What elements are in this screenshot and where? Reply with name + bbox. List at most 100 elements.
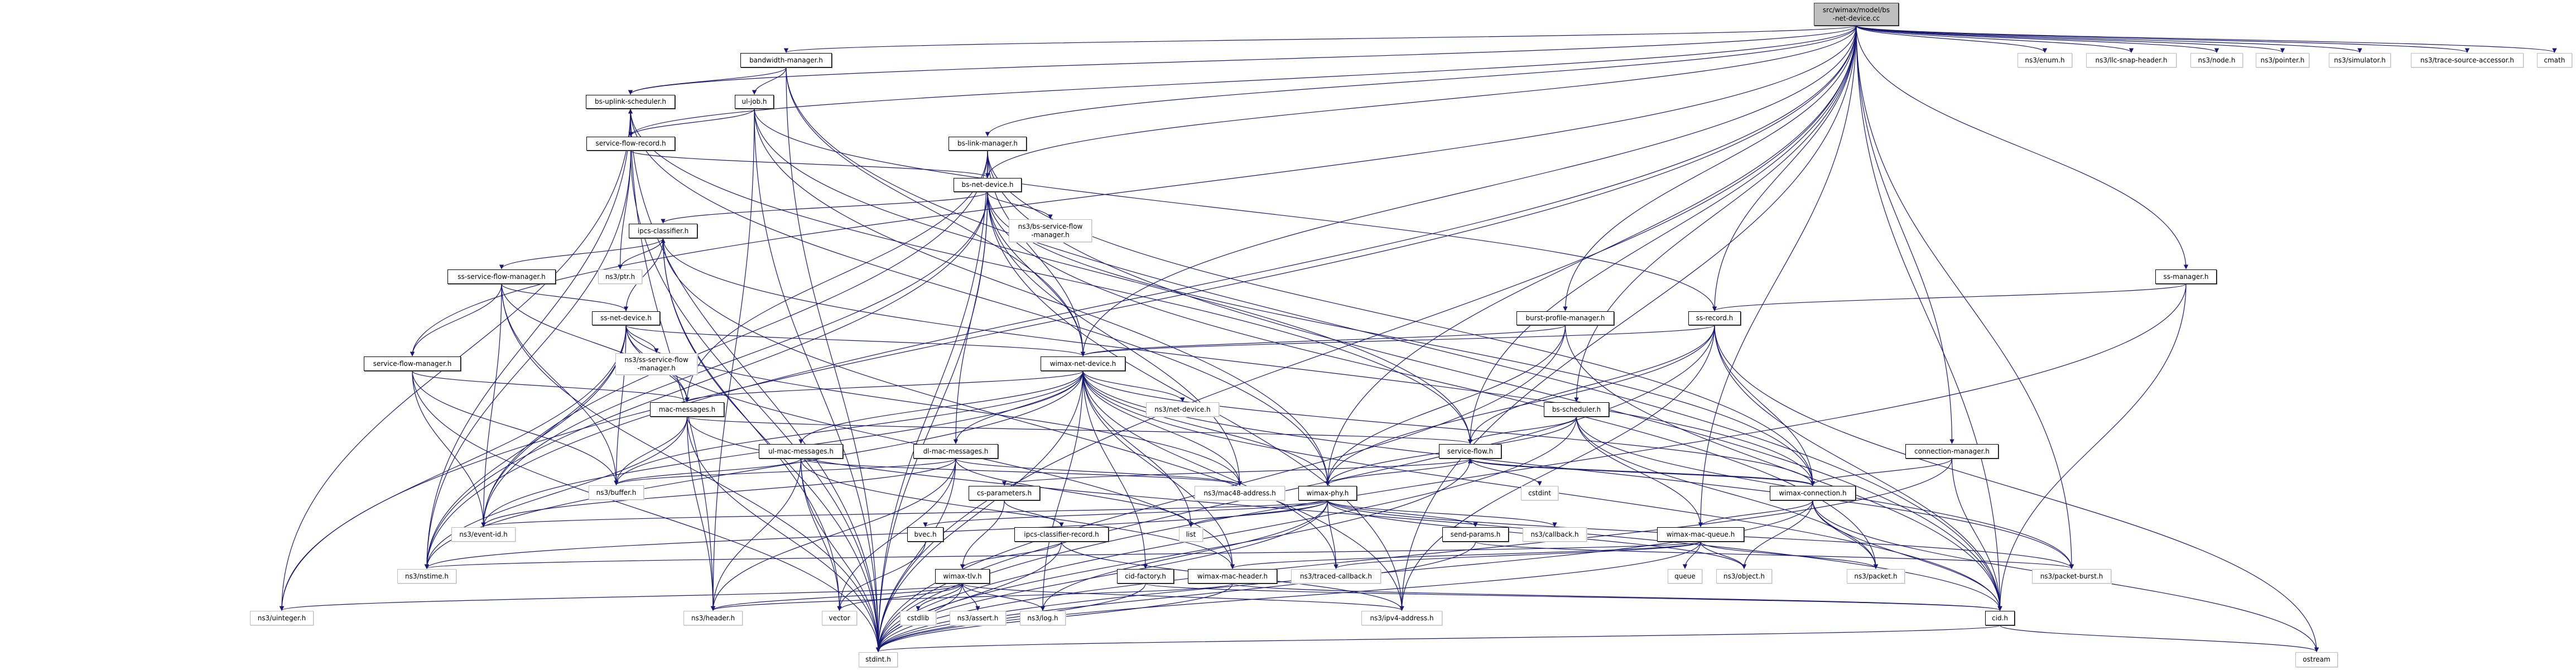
edge-bss-to-stdint — [875, 416, 1577, 652]
node-ipcs-classifier-record-h[interactable]: ipcs-classifier-record.h — [1014, 527, 1109, 542]
node-label: ns3/node.h — [2198, 56, 2236, 64]
node-wimax-mac-header-h[interactable]: wimax-mac-header.h — [1188, 569, 1277, 584]
edge-dlm-to-stdint — [875, 458, 956, 652]
edge-bss-to-wmq — [1576, 416, 1703, 527]
edge-bnd-to-wnd — [987, 191, 1086, 356]
node-label: service-flow-manager.h — [373, 359, 452, 368]
node-label: wimax-net-device.h — [1049, 359, 1116, 368]
edge-sf-to-phy — [1325, 458, 1471, 486]
node-vector: vector — [822, 611, 857, 625]
node-service-flow-h[interactable]: service-flow.h — [1439, 444, 1501, 459]
node-ul-mac-messages-h[interactable]: ul-mac-messages.h — [759, 444, 843, 459]
edge-wc-to-sf — [1468, 459, 1813, 486]
edge-wnd-to-nsnd — [1082, 370, 1185, 402]
node-label: list — [1186, 530, 1196, 538]
edge-bnd-to-bsfm — [987, 191, 1053, 219]
edge-root-to-cid — [1856, 25, 2002, 611]
node-bandwidth-manager-h[interactable]: bandwidth-manager.h — [740, 53, 832, 68]
node-label: ns3/simulator.h — [2334, 56, 2386, 64]
edge-cid-to-stdint — [876, 625, 2001, 652]
edge-wnd-to-cidf — [1082, 370, 1148, 569]
edge-root-to-ssr — [1712, 25, 1857, 311]
node-ns3-net-device-h: ns3/net-device.h — [1146, 402, 1219, 417]
node-dl-mac-messages-h[interactable]: dl-mac-messages.h — [913, 444, 998, 459]
node-ns3-packet-burst-h: ns3/packet-burst.h — [2032, 569, 2111, 584]
node-label: stdint.h — [865, 655, 891, 663]
node-label: connection-manager.h — [1914, 447, 1990, 455]
node-cid-factory-h[interactable]: cid-factory.h — [1117, 569, 1174, 584]
node-ns3-header-h: ns3/header.h — [683, 611, 743, 625]
node-label: service-flow.h — [1447, 447, 1494, 455]
node-ss-net-device-h[interactable]: ss-net-device.h — [592, 311, 660, 325]
node-send-params-h[interactable]: send-params.h — [1442, 527, 1509, 542]
node-cs-parameters-h[interactable]: cs-parameters.h — [969, 486, 1040, 500]
node-ostream: ostream — [2295, 652, 2338, 667]
node-bvec-h[interactable]: bvec.h — [907, 527, 943, 542]
edge-ulj-to-ssr — [754, 108, 1717, 311]
node-label: ns3/nstime.h — [405, 572, 449, 580]
node-bs-scheduler-h[interactable]: bs-scheduler.h — [1544, 402, 1609, 417]
node-wimax-tlv-h[interactable]: wimax-tlv.h — [935, 569, 990, 584]
node-ss-service-flow-manager-h[interactable]: ss-service-flow-manager.h — [447, 269, 556, 284]
node-ul-job-h[interactable]: ul-job.h — [735, 95, 774, 109]
node-wimax-connection-h[interactable]: wimax-connection.h — [1770, 486, 1856, 500]
edge-tlv-to-uint — [280, 583, 963, 611]
edge-root-to-phy — [1325, 25, 1857, 486]
edge-macm-to-stdint — [686, 416, 881, 652]
node-cmath: cmath — [2537, 53, 2572, 68]
node-service-flow-manager-h[interactable]: service-flow-manager.h — [364, 356, 461, 371]
node-wimax-phy-h[interactable]: wimax-phy.h — [1298, 486, 1357, 500]
edge-ulm-to-buf — [614, 458, 802, 485]
node-label: cs-parameters.h — [976, 489, 1032, 497]
node-label: ns3/packet.h — [1854, 572, 1898, 580]
node-mac-messages-h[interactable]: mac-messages.h — [650, 402, 724, 417]
node-ns3-object-h: ns3/object.h — [1716, 569, 1772, 584]
edge-blm-to-wc — [987, 150, 1816, 486]
edge-wmq-to-nst — [425, 541, 1701, 569]
edge-tlv-to-vec — [837, 583, 963, 611]
edge-sfr-to-bnd — [630, 150, 990, 178]
node-label: cstdint — [1528, 489, 1551, 497]
node-label: ns3/pointer.h — [2260, 56, 2305, 64]
edge-ssr-to-sf — [1467, 325, 1715, 444]
edge-bpm-to-wnd — [1081, 325, 1566, 356]
edge-dlm-to-mac48 — [955, 458, 1243, 486]
edge-bwm-to-wnd — [786, 67, 1086, 356]
node-bs-uplink-scheduler-h[interactable]: bs-uplink-scheduler.h — [586, 95, 675, 109]
node-ss-manager-h[interactable]: ss-manager.h — [2155, 269, 2217, 284]
node-wimax-net-device-h[interactable]: wimax-net-device.h — [1041, 356, 1125, 371]
node-label: bandwidth-manager.h — [749, 56, 823, 64]
node-wimax-mac-queue-h[interactable]: wimax-mac-queue.h — [1657, 527, 1744, 542]
edge-wnd-to-macm — [685, 370, 1084, 402]
edge-phy-to-nst — [425, 500, 1328, 569]
node-label: bvec.h — [914, 530, 937, 538]
node-label: -manager.h — [1031, 230, 1070, 239]
node-burst-profile-manager-h[interactable]: burst-profile-manager.h — [1516, 311, 1614, 325]
edge-sp-to-stdint — [875, 541, 1476, 652]
edge-ulj-to-stdint — [754, 108, 881, 652]
node-label: wimax-tlv.h — [943, 572, 982, 580]
node-bs-link-manager-h[interactable]: bs-link-manager.h — [948, 137, 1027, 151]
node-ns3-callback-h: ns3/callback.h — [1523, 527, 1587, 542]
node-ss-record-h[interactable]: ss-record.h — [1688, 311, 1741, 325]
edge-sfm-to-macm — [412, 370, 690, 402]
node-connection-manager-h[interactable]: connection-manager.h — [1905, 444, 1999, 459]
node-label: ostream — [2303, 655, 2331, 663]
edge-root-to-ssm — [1856, 25, 2189, 269]
edge-root-to-node — [1856, 25, 2219, 53]
edge-ssr-to-phy — [1325, 325, 1715, 486]
node-service-flow-record-h[interactable]: service-flow-record.h — [586, 137, 675, 151]
edge-phy-to-cb — [1327, 500, 1557, 527]
node-label: bs-net-device.h — [961, 181, 1014, 189]
edge-wmq-to-stdint — [875, 541, 1701, 652]
node-label: ns3/assert.h — [957, 614, 999, 622]
node-bs-net-device-h[interactable]: bs-net-device.h — [954, 178, 1022, 192]
node-label: dl-mac-messages.h — [923, 447, 989, 455]
node-label: wimax-mac-queue.h — [1666, 530, 1735, 538]
node-ipcs-classifier-h[interactable]: ipcs-classifier.h — [629, 224, 697, 238]
node-cid-h[interactable]: cid.h — [1985, 611, 2015, 625]
edge-icr-to-tlv — [960, 541, 1062, 569]
edge-ssnd-to-uint — [279, 325, 627, 611]
node-list: list — [1179, 527, 1203, 542]
node-label: ns3/callback.h — [1530, 530, 1579, 538]
